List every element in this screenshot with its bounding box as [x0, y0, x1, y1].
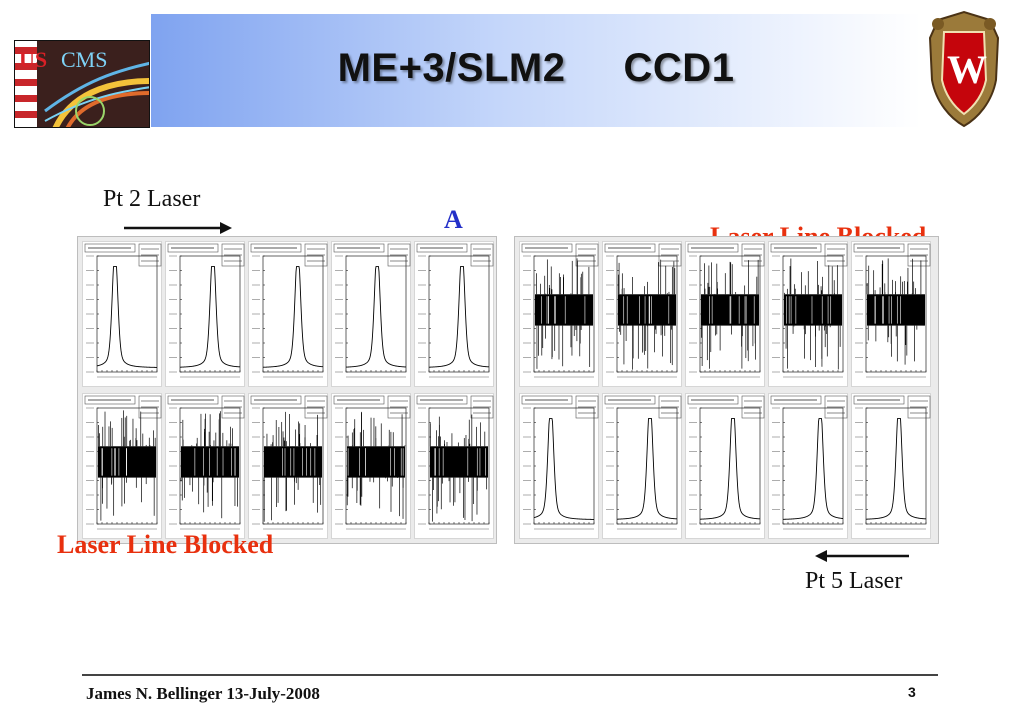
histogram-noise-band	[430, 446, 488, 478]
histogram-peak-curve	[699, 418, 761, 520]
footer-divider	[82, 674, 938, 676]
histogram-pad	[165, 393, 245, 539]
histogram-pad	[414, 393, 494, 539]
histogram-canvas-left	[77, 236, 497, 544]
histogram-pad	[602, 241, 682, 387]
histogram-pad	[768, 241, 848, 387]
histogram-peak-curve	[616, 418, 678, 520]
histogram-noise-band	[784, 294, 842, 326]
histogram-noise-band	[867, 294, 925, 326]
histogram-frame	[96, 255, 158, 373]
histogram-peak-curve	[533, 418, 595, 520]
histogram-noise-band	[264, 446, 322, 478]
histogram-peak-curve	[428, 266, 490, 368]
histogram-peak-curve	[179, 266, 241, 368]
histogram-pad	[685, 393, 765, 539]
logo-cms-text: CMS	[61, 47, 108, 72]
crest-icon	[928, 10, 1000, 128]
histogram-frame	[345, 255, 407, 373]
histogram-pad	[851, 393, 931, 539]
histogram-frame	[782, 407, 844, 525]
page-number: 3	[908, 684, 916, 700]
histogram-pad	[414, 241, 494, 387]
histogram-pad	[768, 393, 848, 539]
histogram-canvas-right	[514, 236, 939, 544]
section-letter-a: A	[444, 205, 463, 234]
histogram-pad	[248, 241, 328, 387]
crest-letter: W	[947, 47, 987, 92]
histogram-noise-band	[618, 294, 676, 326]
histogram-frame	[616, 407, 678, 525]
histogram-frame	[865, 407, 927, 525]
arrow-right-icon	[124, 222, 232, 234]
histogram-pad	[165, 241, 245, 387]
histogram-frame	[428, 255, 490, 373]
histogram-peak-curve	[782, 418, 844, 520]
histogram-noise-band	[98, 446, 156, 478]
histogram-pad	[602, 393, 682, 539]
histogram-noise-band	[347, 446, 405, 478]
histogram-pad	[331, 241, 411, 387]
histogram-pad	[519, 393, 599, 539]
histogram-peak-curve	[345, 266, 407, 368]
histogram-pad	[519, 241, 599, 387]
pt5-laser-label: Pt 5 Laser	[805, 568, 903, 594]
histogram-frame	[262, 255, 324, 373]
histogram-frame	[699, 407, 761, 525]
histogram-pad	[82, 241, 162, 387]
laser-line-blocked-label-bottom: Laser Line Blocked	[57, 530, 274, 559]
us-cms-logo-graphic	[15, 41, 149, 127]
histogram-pad	[685, 241, 765, 387]
histogram-pad	[331, 393, 411, 539]
histogram-peak-curve	[865, 418, 927, 520]
histogram-noise-band	[535, 294, 593, 326]
histogram-pad	[248, 393, 328, 539]
slide-title: ME+3/SLM2 CCD1	[337, 46, 735, 90]
arrow-left-icon	[815, 550, 909, 562]
histogram-frame	[533, 407, 595, 525]
footer-author-date: James N. Bellinger 13-July-2008	[86, 684, 320, 703]
histogram-peak-curve	[262, 266, 324, 368]
histogram-frame	[179, 255, 241, 373]
logo-us-text: US	[19, 47, 48, 72]
histogram-noise-band	[181, 446, 239, 478]
histogram-pad	[82, 393, 162, 539]
pt2-laser-label: Pt 2 Laser	[103, 186, 201, 212]
us-cms-logo: US CMS	[14, 40, 150, 128]
title-banner: ME+3/SLM2 CCD1	[151, 14, 921, 127]
histogram-peak-curve	[96, 266, 158, 368]
histogram-pad	[851, 241, 931, 387]
uw-crest-logo: W	[924, 10, 1004, 128]
